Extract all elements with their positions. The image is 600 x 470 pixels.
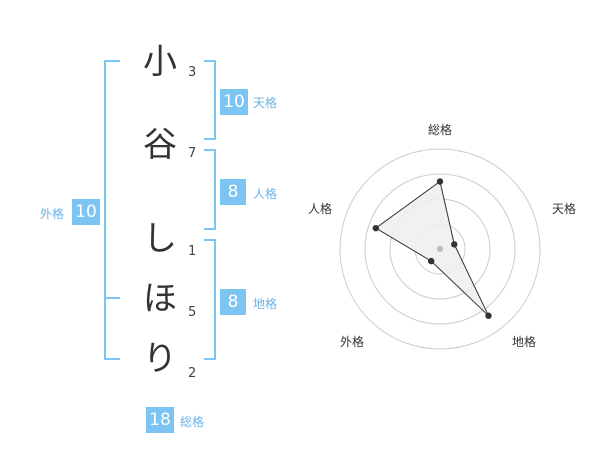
gaikaku-value: 10 [72,199,100,225]
gaikaku-label: 外格 [40,207,65,221]
gaikaku-bracket-top [104,60,120,62]
chikaku-bracket-bottom [204,358,216,360]
radar-grid-ring [339,148,541,350]
chikaku-bracket-top [204,239,216,241]
chikaku-bracket [214,239,216,360]
radar-label-chikaku: 地格 [512,335,537,349]
chikaku-label: 地格 [253,297,278,311]
stroke-count-3: 1 [188,244,197,259]
tenkaku-value: 10 [220,89,248,115]
name-char-1: 小 [143,42,177,82]
radar-label-gaikaku: 外格 [340,335,365,349]
radar-label-jinkaku: 人格 [308,202,333,216]
radar-point-5 [372,224,380,232]
name-char-2: 谷 [143,125,177,165]
radar-area [374,180,489,317]
radar-point-1 [436,178,444,185]
jinkaku-bracket-top [204,149,216,151]
jinkaku-label: 人格 [253,187,278,201]
soukaku-value: 18 [146,407,174,433]
gaikaku-bracket [104,60,106,360]
radar-point-2 [451,241,458,248]
name-char-5: り [143,339,177,379]
chikaku-value: 8 [220,289,246,315]
radar-grid-ring [364,173,516,325]
name-char-4: ほ [143,279,177,319]
stroke-count-5: 2 [188,366,197,381]
gaikaku-bracket-bottom [104,358,120,360]
stroke-count-1: 3 [188,65,197,80]
jinkaku-value: 8 [220,179,246,205]
radar-point-3 [485,312,492,319]
jinkaku-bracket [214,149,216,230]
stroke-count-2: 7 [188,146,197,161]
jinkaku-bracket-bottom [204,228,216,230]
radar-label-soukaku: 総格 [428,123,453,137]
radar-center-dot [437,246,443,252]
stroke-count-4: 5 [188,305,197,320]
name-char-3: し [143,219,177,259]
gaikaku-bracket-mid [104,297,120,299]
tenkaku-bracket [214,60,216,140]
radar-label-tenkaku: 天格 [552,202,577,216]
tenkaku-bracket-top [204,60,216,62]
soukaku-label: 総格 [180,415,205,429]
tenkaku-bracket-bottom [204,138,216,140]
tenkaku-label: 天格 [253,96,278,110]
radar-point-4 [427,257,435,265]
